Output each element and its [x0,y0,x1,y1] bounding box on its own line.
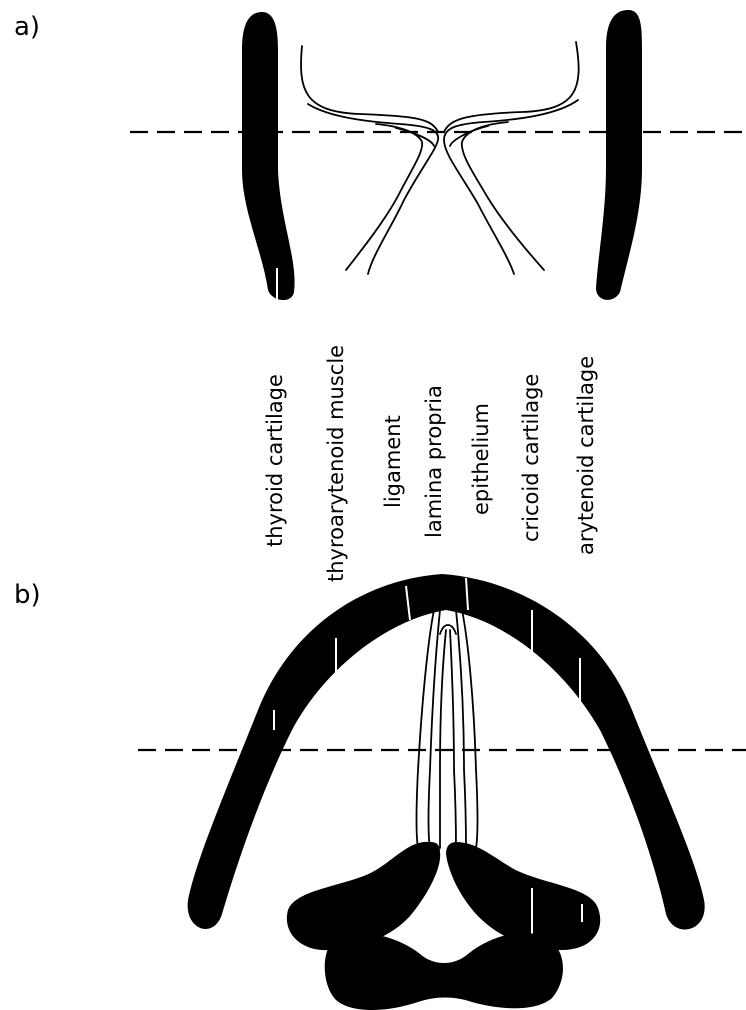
thyroid-cartilage-arch [188,574,705,930]
left-fold-outer-contour [301,46,438,132]
right-fold-epithelium [444,100,578,274]
left-fold-epithelium [308,104,438,274]
panel-b-top-view [0,570,746,1010]
label-thyroid-cartilage: thyroid cartilage [265,374,286,547]
label-ligament: ligament [383,415,404,508]
vocal-folds-top-view [417,610,478,848]
panel-a-coronal-section [0,0,746,320]
label-arytenoid-cartilage: arytenoid cartilage [576,356,597,555]
right-fold-ligament [450,126,488,146]
right-fold-outer-contour [444,42,579,132]
left-fold-lamina-propria [346,124,422,270]
cricoid-cartilage [325,933,563,1010]
label-epithelium: epithelium [471,403,492,515]
label-lamina-propria: lamina propria [424,385,445,538]
right-cartilage-bar [596,10,642,300]
left-fold-ligament [396,128,434,146]
label-thyroarytenoid-muscle: thyroarytenoid muscle [326,345,347,582]
left-thyroid-cartilage [242,12,295,300]
label-cricoid-cartilage: cricoid cartilage [521,374,542,542]
